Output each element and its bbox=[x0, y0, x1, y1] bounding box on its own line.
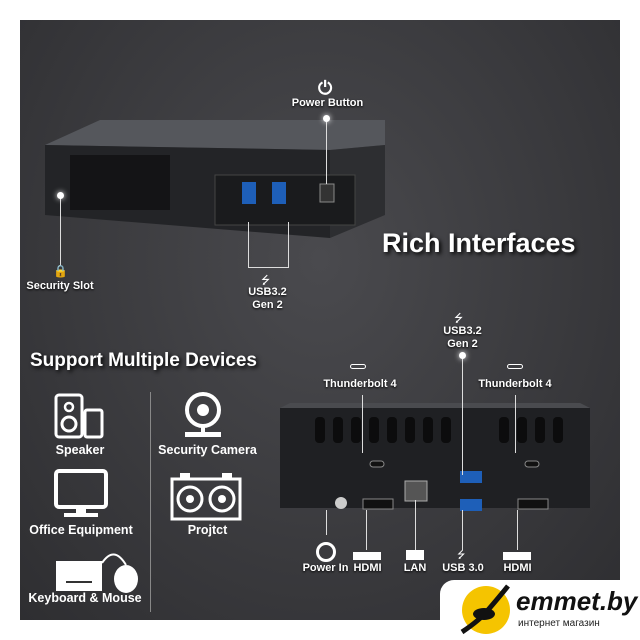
logo-name: emmet.by bbox=[516, 586, 638, 616]
projector-icon bbox=[170, 473, 242, 521]
device-office-equipment: Office Equipment bbox=[29, 523, 133, 537]
device-security-camera: Security Camera bbox=[158, 443, 257, 457]
usb-icon: ⭍ bbox=[261, 275, 271, 287]
thunderbolt-port-icon bbox=[350, 364, 366, 369]
thunderbolt-right-label: Thunderbolt 4 bbox=[478, 378, 552, 390]
power-button-label: Power Button bbox=[291, 97, 364, 109]
product-infographic: ⏻ Power Button 🔒 Security Slot ⭍ USB3.2 … bbox=[20, 20, 620, 620]
mini-pc-rear-image bbox=[280, 403, 590, 511]
rear-usb-label-line1: USB3.2 bbox=[443, 325, 482, 337]
port-label-hdmi-2: HDMI bbox=[503, 562, 532, 574]
device-keyboard-mouse: Keyboard & Mouse bbox=[28, 591, 142, 605]
lan-icon bbox=[406, 550, 424, 560]
port-label-lan: LAN bbox=[403, 562, 427, 574]
speaker-icon bbox=[54, 393, 104, 439]
emmet-logo: emmet.by интернет магазин bbox=[440, 580, 640, 640]
devices-title: Support Multiple Devices bbox=[30, 350, 257, 371]
port-label-usb: USB 3.0 bbox=[442, 562, 484, 574]
headline: Rich Interfaces bbox=[382, 228, 576, 258]
hdmi-icon bbox=[503, 552, 531, 560]
usb-icon: ⭍ bbox=[457, 550, 466, 561]
thunderbolt-port-icon bbox=[507, 364, 523, 369]
ant-logo-icon bbox=[460, 584, 510, 635]
front-usb-label-line2: Gen 2 bbox=[252, 299, 283, 311]
port-label-power-in: Power In bbox=[302, 562, 349, 574]
keyboard-mouse-icon bbox=[56, 553, 138, 593]
camera-icon bbox=[185, 392, 221, 437]
hdmi-icon bbox=[353, 552, 381, 560]
lock-icon: 🔒 bbox=[53, 264, 68, 278]
device-speaker: Speaker bbox=[55, 443, 105, 457]
logo-tagline: интернет магазин bbox=[518, 618, 600, 629]
rear-usb-label-line2: Gen 2 bbox=[447, 338, 478, 350]
thunderbolt-left-label: Thunderbolt 4 bbox=[323, 378, 397, 390]
monitor-icon bbox=[54, 469, 108, 517]
device-projector: Projtct bbox=[187, 523, 228, 537]
power-icon: ⏻ bbox=[318, 78, 333, 98]
power-in-icon bbox=[316, 542, 336, 562]
mini-pc-front-image bbox=[45, 120, 385, 238]
front-usb-label-line1: USB3.2 bbox=[248, 286, 287, 298]
port-label-hdmi: HDMI bbox=[353, 562, 382, 574]
usb-icon: ⭍ bbox=[454, 313, 464, 325]
security-slot-label: Security Slot bbox=[26, 280, 94, 292]
divider bbox=[150, 392, 151, 612]
